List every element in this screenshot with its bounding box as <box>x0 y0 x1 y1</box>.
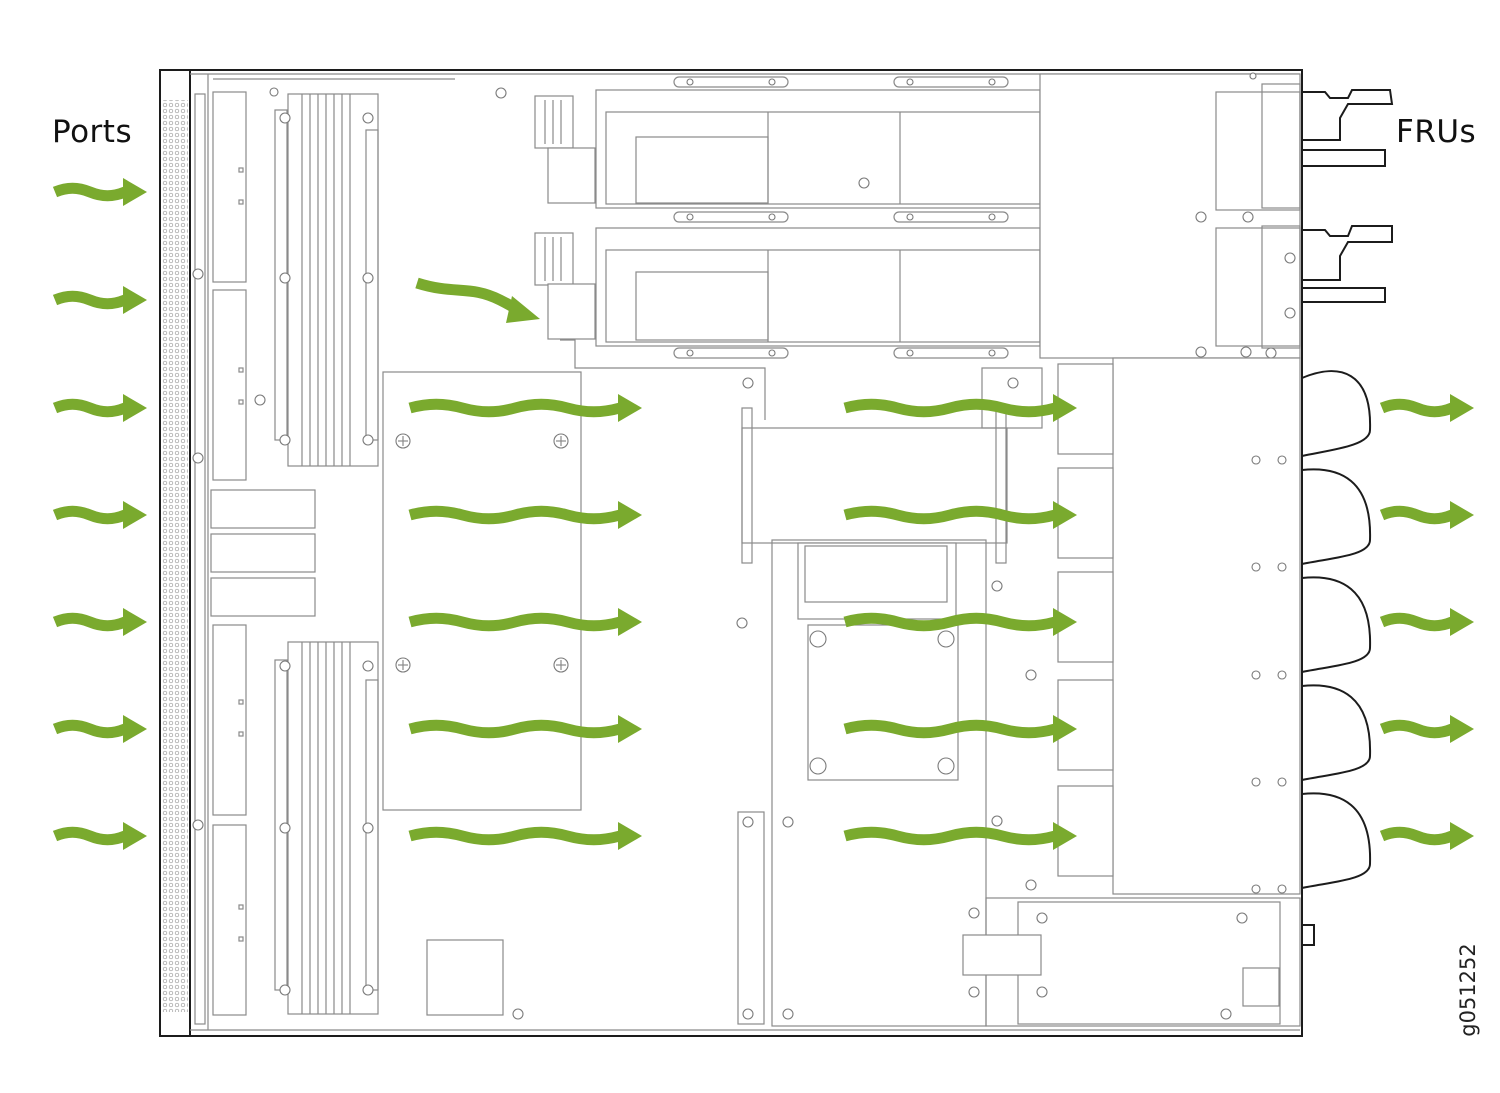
fru-bay-top <box>1039 72 1394 359</box>
fan-tray-area <box>1057 357 1372 895</box>
fan-arrow-4-shaft <box>843 719 1057 739</box>
intake-arrow-5-shaft <box>52 612 128 632</box>
board-arrow-2-shaft <box>408 505 622 525</box>
intake-arrow-6-shaft <box>52 719 128 739</box>
intake-label-ports: Ports <box>52 114 133 150</box>
power-supply-upper <box>534 76 1041 223</box>
fan-arrow-1-head <box>1053 394 1077 422</box>
board-arrow-4-shaft <box>408 719 622 739</box>
port-cage-column <box>192 91 316 1025</box>
exhaust-arrow-1-head <box>1450 394 1474 422</box>
board-arrow-3-head <box>618 608 642 636</box>
intake-arrow-7-shaft <box>52 826 128 846</box>
psu-inlet-arrow-shaft <box>415 277 525 317</box>
intake-arrow-4-shaft <box>52 505 128 525</box>
control-board <box>736 367 1043 1027</box>
exhaust-arrow-2-shaft <box>1379 505 1455 525</box>
board-arrow-3-shaft <box>408 612 622 632</box>
fan-arrow-5-shaft <box>843 826 1057 846</box>
fan-arrow-3-head <box>1053 608 1077 636</box>
fan-arrow-3-shaft <box>843 612 1057 632</box>
intake-arrow-2-shaft <box>52 290 128 310</box>
psu-inlet-arrow-head <box>506 296 540 323</box>
fan-arrow-2-shaft <box>843 505 1057 525</box>
heatsink-lower <box>274 641 379 1015</box>
power-supply-lower <box>534 227 1041 420</box>
intake-arrow-1-shaft <box>52 182 128 202</box>
fan-arrow-4-head <box>1053 715 1077 743</box>
board-arrow-5-shaft <box>408 826 622 846</box>
intake-arrow-3-shaft <box>52 398 128 418</box>
management-module <box>962 897 1315 1027</box>
board-arrow-1-shaft <box>408 398 622 418</box>
exhaust-arrow-2-head <box>1450 501 1474 529</box>
exhaust-arrow-3-shaft <box>1379 612 1455 632</box>
board-arrow-2-head <box>618 501 642 529</box>
airflow-arrows <box>52 178 1474 850</box>
intake-arrow-7-head <box>123 822 147 850</box>
asic-board <box>382 87 582 1020</box>
intake-arrow-4-head <box>123 501 147 529</box>
fan-arrow-5-head <box>1053 822 1077 850</box>
exhaust-arrow-4-shaft <box>1379 719 1455 739</box>
intake-arrow-5-head <box>123 608 147 636</box>
fan-arrow-1-shaft <box>843 398 1057 418</box>
exhaust-arrow-5-head <box>1450 822 1474 850</box>
board-arrow-5-head <box>618 822 642 850</box>
intake-arrow-1-head <box>123 178 147 206</box>
heatsink-upper <box>254 87 379 467</box>
exhaust-arrow-4-head <box>1450 715 1474 743</box>
intake-arrow-6-head <box>123 715 147 743</box>
intake-arrow-3-head <box>123 394 147 422</box>
board-arrow-1-head <box>618 394 642 422</box>
intake-arrow-2-head <box>123 286 147 314</box>
exhaust-arrow-5-shaft <box>1379 826 1455 846</box>
exhaust-arrow-3-head <box>1450 608 1474 636</box>
exhaust-arrow-1-shaft <box>1379 398 1455 418</box>
fan-arrow-2-head <box>1053 501 1077 529</box>
exhaust-label-frus: FRUs <box>1396 114 1477 150</box>
board-arrow-4-head <box>618 715 642 743</box>
